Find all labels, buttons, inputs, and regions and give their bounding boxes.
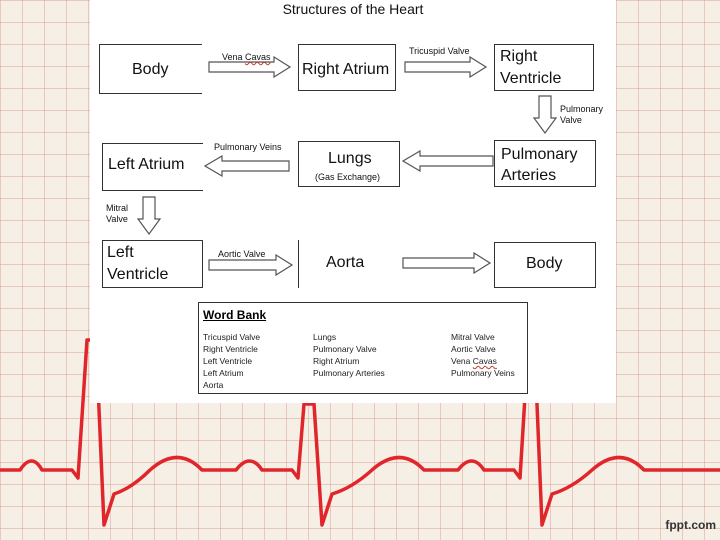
arrow-left-icon: [402, 150, 494, 172]
label-aortic-valve: Aortic Valve: [218, 249, 266, 259]
box-lungs: Lungs (Gas Exchange): [298, 141, 400, 187]
word-bank-item: Right Ventricle: [203, 344, 258, 354]
box-label: Pulmonary: [501, 146, 578, 163]
arrow-right-icon: [402, 252, 492, 274]
word-bank-item: Tricuspid Valve: [203, 332, 261, 342]
word-bank-item: Pulmonary Veins: [451, 368, 515, 378]
box-right-ventricle: Right Ventricle: [494, 44, 594, 91]
word-bank-item: Aortic Valve: [451, 344, 496, 354]
box-label: Aorta: [326, 254, 365, 271]
label-vena-cavas: Vena Cavas: [222, 52, 271, 62]
word-bank-column-3: Mitral Valve Aortic Valve Vena Cavas Pul…: [451, 331, 515, 379]
box-label: Body: [526, 255, 563, 272]
page-title: Structures of the Heart: [282, 1, 424, 17]
footer-brand: fppt.com: [665, 518, 716, 532]
word-bank-column-1: Tricuspid Valve Right Ventricle Left Ven…: [203, 331, 260, 391]
box-label: Lungs: [328, 150, 372, 167]
arrow-right-icon: [208, 56, 292, 78]
box-sublabel: (Gas Exchange): [315, 172, 381, 182]
box-left-ventricle: Left Ventricle: [102, 240, 203, 288]
arrow-down-icon: [533, 95, 557, 135]
box-label: Left Atrium: [108, 156, 185, 173]
worksheet: Structures of the Heart Body Vena Cavas …: [90, 0, 616, 403]
word-bank-item: Aorta: [203, 380, 224, 390]
box-right-atrium: Right Atrium: [298, 44, 396, 91]
word-bank-item: Pulmonary Valve: [313, 344, 377, 354]
word-bank-item: Mitral Valve: [451, 332, 495, 342]
box-body-right: Body: [494, 242, 596, 288]
label-pulmonary-veins: Pulmonary Veins: [214, 142, 282, 152]
word-bank-item: Right Atrium: [313, 356, 360, 366]
word-bank-item: Vena Cavas: [451, 356, 497, 366]
label-pulmonary-valve: Pulmonary Valve: [560, 104, 604, 125]
box-pulmonary-arteries: Pulmonary Arteries: [494, 140, 596, 187]
arrow-right-icon: [208, 254, 294, 276]
label-mitral-valve: Mitral Valve: [106, 203, 128, 224]
word-bank-item: Left Atrium: [203, 368, 244, 378]
word-bank: Word Bank Tricuspid Valve Right Ventricl…: [198, 302, 528, 394]
box-label: Left: [107, 244, 134, 261]
arrow-right-icon: [404, 56, 488, 78]
box-label: Arteries: [501, 167, 557, 184]
word-bank-column-2: Lungs Pulmonary Valve Right Atrium Pulmo…: [313, 331, 385, 379]
box-label: Body: [132, 61, 169, 78]
word-bank-item: Left Ventricle: [203, 356, 253, 366]
box-aorta: Aorta: [298, 240, 400, 288]
box-label: Right Atrium: [302, 61, 390, 78]
box-label: Ventricle: [500, 70, 562, 87]
box-label: Right: [500, 48, 538, 65]
box-label: Ventricle: [107, 266, 169, 283]
label-tricuspid-valve: Tricuspid Valve: [409, 46, 470, 56]
box-body-left: Body: [99, 44, 202, 94]
word-bank-item: Pulmonary Arteries: [313, 368, 385, 378]
word-bank-item: Lungs: [313, 332, 337, 342]
box-left-atrium: Left Atrium: [102, 143, 203, 191]
word-bank-title: Word Bank: [203, 308, 267, 322]
arrow-down-icon: [137, 196, 161, 236]
arrow-left-icon: [204, 155, 290, 177]
